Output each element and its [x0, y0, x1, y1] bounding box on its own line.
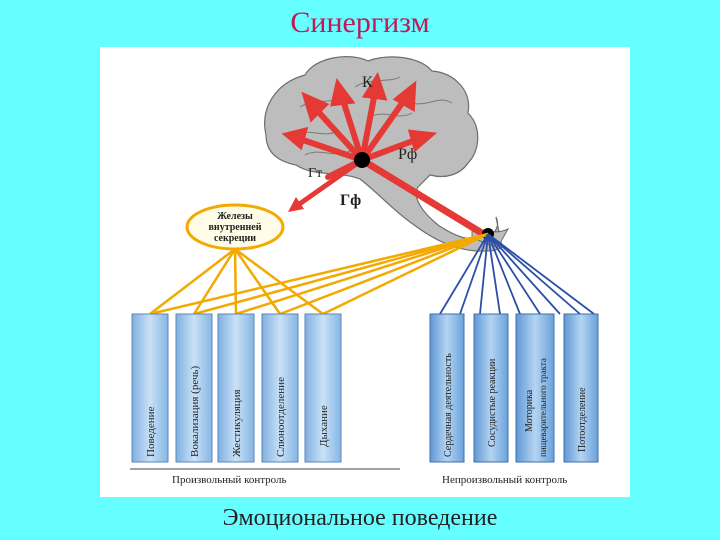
stem-vol-line-0-3 [280, 234, 488, 314]
involuntary-footer: Непроизвольный контроль [442, 474, 567, 486]
gf-label: Гф [340, 192, 361, 209]
gland-label-1: Железы [217, 211, 253, 222]
involuntary-item-0: Сердечная деятельность [443, 353, 454, 457]
stem-vol-line-0-2 [236, 234, 488, 314]
stem-inv-line-0-5 [488, 234, 540, 314]
voluntary-panel-0: Поведение [132, 314, 168, 462]
involuntary-item-3: Потоотделение [577, 387, 588, 452]
voluntary-item-0: Поведение [145, 406, 157, 457]
voluntary-item-1: Вокализация (речь) [189, 365, 201, 457]
cortex-label: К [362, 74, 373, 91]
involuntary-panel-0: Сердечная деятельность [430, 314, 464, 462]
voluntary-item-4: Дыхание [318, 405, 330, 447]
slide-title: Синергизм [0, 6, 720, 40]
endocrine-glands-node: Железы внутренней секреции [187, 205, 283, 249]
voluntary-panel-2: Жестикуляция [218, 314, 254, 462]
slide-caption: Эмоциональное поведение [0, 505, 720, 532]
synergy-diagram: К Рф Гт Гф Железы внутренней секреции По… [100, 47, 630, 497]
involuntary-item-2b: пищеварительного тракта [538, 358, 548, 457]
voluntary-panel-1: Вокализация (речь) [176, 314, 212, 462]
voluntary-footer: Произвольный контроль [172, 474, 287, 486]
voluntary-connections [150, 234, 488, 314]
gland-line-0-2 [235, 249, 236, 314]
involuntary-panel-2: Моторика пищеварительного тракта [516, 314, 554, 462]
voluntary-item-3: Слюноотделение [275, 377, 287, 457]
gland-label-2: внутренней [209, 222, 262, 233]
involuntary-panel-3: Потоотделение [564, 314, 598, 462]
hypothalamus-node [354, 152, 370, 168]
voluntary-panel-3: Слюноотделение [262, 314, 298, 462]
rf-label: Рф [398, 146, 417, 163]
gland-label-3: секреции [214, 233, 256, 244]
involuntary-item-2a: Моторика [524, 389, 535, 432]
stem-inv-line-0-7 [488, 234, 580, 314]
gt-label: Гт [308, 166, 322, 181]
involuntary-item-1: Сосудистые реакции [487, 358, 498, 447]
voluntary-item-2: Жестикуляция [231, 389, 243, 457]
involuntary-panel-1: Сосудистые реакции [474, 314, 508, 462]
gland-line-0-3 [235, 249, 280, 314]
voluntary-panel-4: Дыхание [305, 314, 341, 462]
